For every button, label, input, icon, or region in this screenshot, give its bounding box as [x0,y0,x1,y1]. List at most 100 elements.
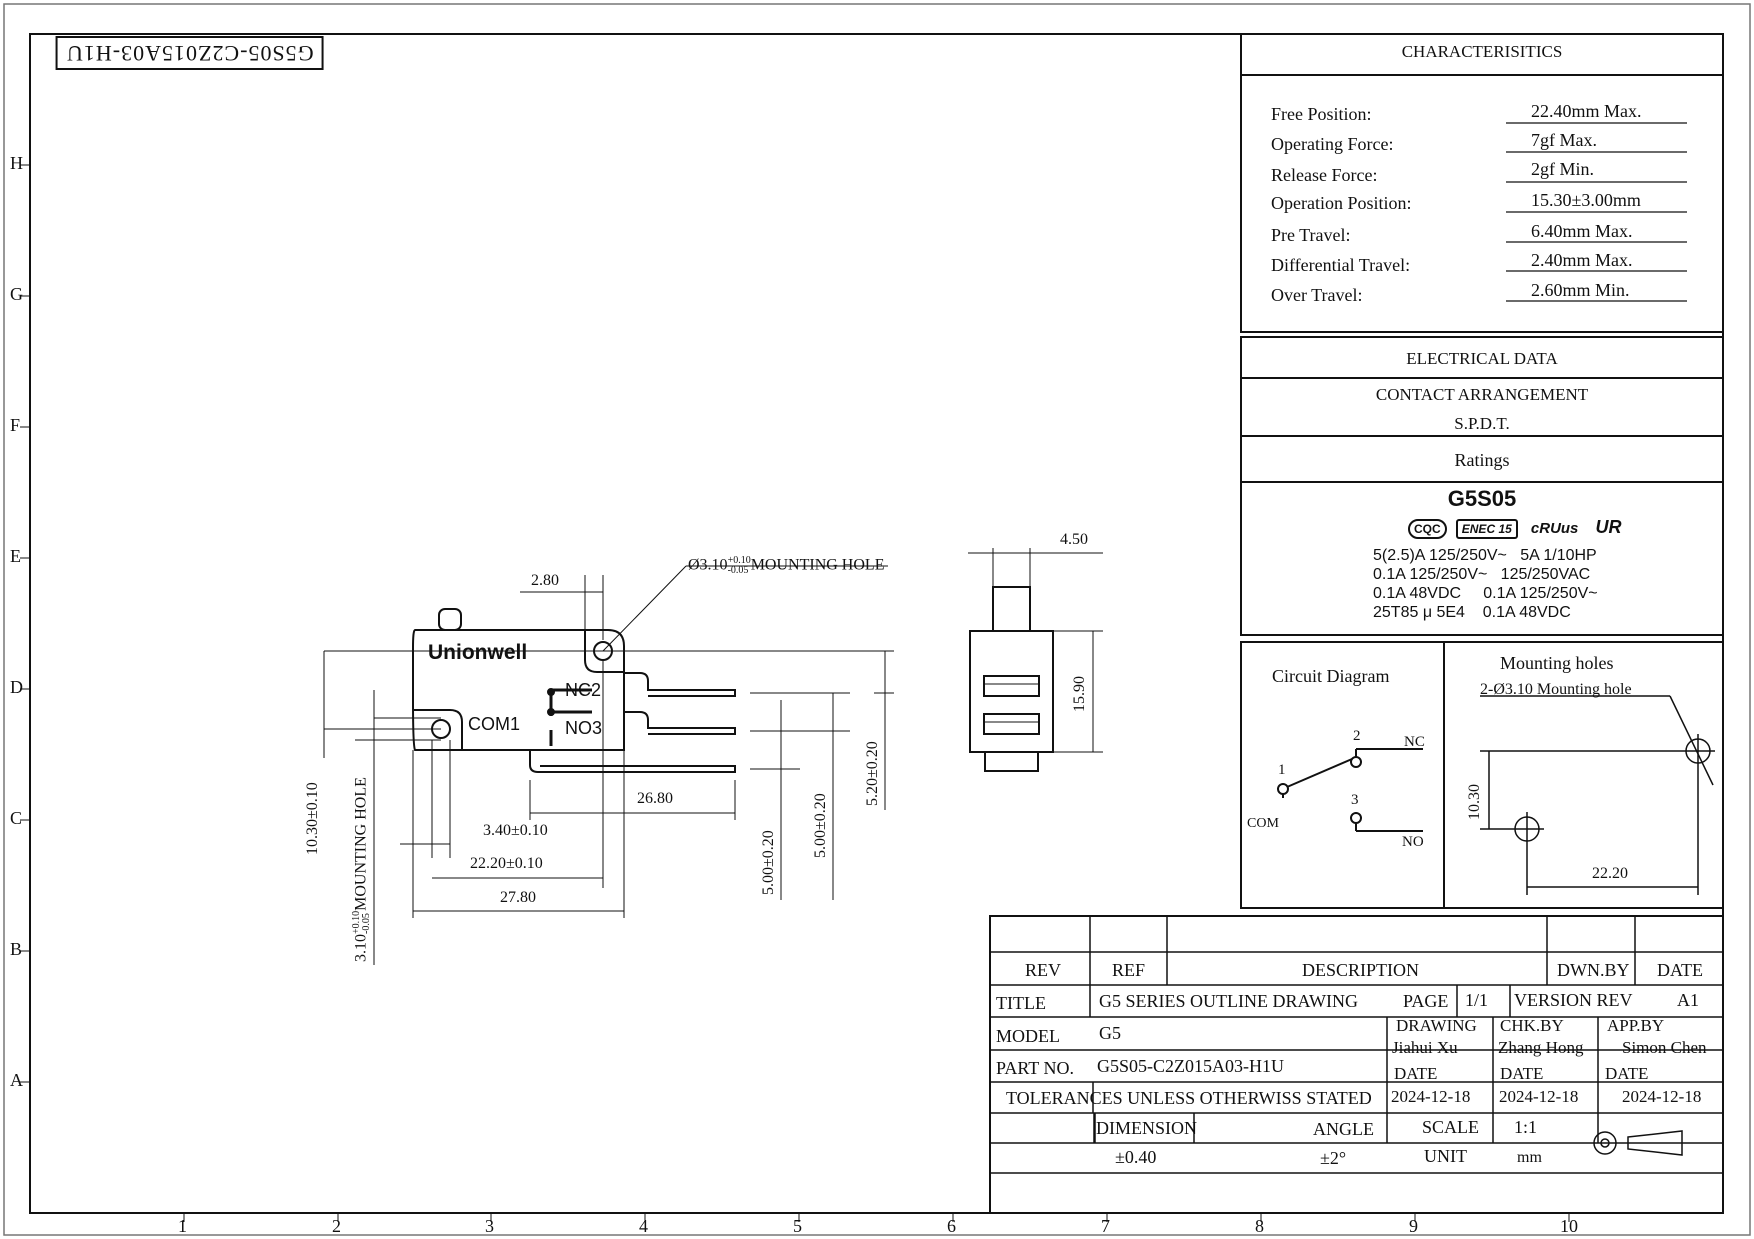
electrical-header: ELECTRICAL DATA [1406,349,1558,368]
char-label-free-position: Free Position: [1271,104,1372,124]
grid-col-2: 2 [332,1216,341,1236]
switch-side-view [969,586,1054,772]
tb-date-3: 2024-12-18 [1622,1087,1702,1106]
tb-part-value: G5S05-C2Z015A03-H1U [1097,1056,1284,1076]
terminal-no-label: NO3 [565,718,603,738]
dim-2-80: 2.80 [531,572,559,589]
tb-chk-label: CHK.BY [1500,1016,1564,1035]
tb-date-2: 2024-12-18 [1499,1087,1579,1106]
dim-15-90: 15.90 [1071,676,1088,712]
mounting-note: 2-Ø3.10 Mounting hole [1480,681,1632,698]
tb-date-label-3: DATE [1605,1064,1649,1083]
switch-front-view [412,608,736,773]
front-dimension-lines [323,565,894,965]
circuit-pin-1: 1 [1278,762,1286,778]
cert-marks: CQC ENEC 15 cRUus UR [1408,516,1630,539]
circuit-pin-2: 2 [1353,728,1361,744]
tb-page-label: PAGE [1403,991,1449,1011]
tb-angle-label: ANGLE [1313,1119,1374,1139]
grid-col-6: 6 [947,1216,956,1236]
tb-part-label: PART NO. [996,1058,1074,1078]
tb-version-value: A1 [1677,990,1699,1010]
grid-col-1: 1 [178,1216,187,1236]
dim-5-00-b: 5.00±0.20 [812,793,829,858]
inner-border [29,33,1724,1214]
char-label-over-travel: Over Travel: [1271,285,1363,305]
tb-chk-by: Zhang Hong [1498,1038,1584,1057]
char-value-free-position: 22.40mm Max. [1531,101,1642,121]
grid-row-c: C [10,808,23,828]
circuit-com-label: COM [1247,816,1279,831]
tb-model-value: G5 [1099,1023,1121,1043]
char-value-differential-travel: 2.40mm Max. [1531,250,1633,270]
dim-3-40: 3.40±0.10 [483,822,548,839]
tb-app-by: Simon Chen [1622,1038,1707,1057]
char-label-pre-travel: Pre Travel: [1271,225,1351,245]
dim-26-80: 26.80 [637,790,673,807]
grid-row-f: F [10,415,21,435]
outer-border [3,3,1751,1236]
tb-unit-label: UNIT [1424,1146,1467,1166]
mounting-holes-drawing [1480,695,1715,895]
tb-description-header: DESCRIPTION [1302,960,1420,980]
grid-row-g: G [10,284,23,304]
grid-row-b: B [10,939,23,959]
characteristics-frame [1240,33,1724,333]
circuit-pin-3: 3 [1351,792,1359,808]
side-dimension-lines [968,548,1103,753]
drawing-code-reversed: G5S05-C2Z015A03-H1U [56,36,324,70]
char-value-over-travel: 2.60mm Min. [1531,280,1630,300]
enec-cert-icon: ENEC 15 [1455,519,1518,539]
ratings-header: Ratings [1454,450,1510,470]
char-value-operating-force: 7gf Max. [1531,130,1597,150]
characteristics-header: CHARACTERISITICS [1401,42,1563,61]
brand-logo: Unionwell [428,641,528,664]
terminal-com-label: COM1 [468,714,521,734]
tb-title-label: TITLE [996,993,1046,1013]
electrical-frame [1240,336,1724,636]
tb-date-header: DATE [1657,960,1703,980]
tb-ref-header: REF [1112,960,1146,980]
grid-col-4: 4 [639,1216,648,1236]
grid-ticks [20,164,1570,1222]
dim-27-80: 27.80 [500,889,536,906]
circuit-mount-frame [1240,641,1724,909]
circuit-no-label: NO [1402,834,1424,850]
rating-line-2: 0.1A 125/250V~ 125/250VAC [1373,566,1591,583]
tb-scale-value: 1:1 [1514,1117,1538,1137]
rating-line-1: 5(2.5)A 125/250V~ 5A 1/10HP [1373,547,1597,564]
grid-col-5: 5 [793,1216,802,1236]
tb-dimension-value: ±0.40 [1115,1147,1157,1167]
tb-date-label-2: DATE [1500,1064,1544,1083]
tb-date-label-1: DATE [1394,1064,1438,1083]
char-value-release-force: 2gf Min. [1531,159,1594,179]
ur-cert-icon: UR [1595,517,1622,537]
mounting-dim-vertical: 10.30 [1466,784,1483,820]
tb-scale-label: SCALE [1422,1117,1480,1137]
dim-10-30: 10.30±0.10 [304,782,321,855]
dim-4-50: 4.50 [1060,531,1088,548]
tb-date-1: 2024-12-18 [1391,1087,1471,1106]
char-label-operation-position: Operation Position: [1271,193,1412,213]
contact-arrangement-value: S.P.D.T. [1454,414,1510,433]
char-label-release-force: Release Force: [1271,165,1378,185]
char-label-operating-force: Operating Force: [1271,134,1394,154]
title-block-frame [989,915,1724,1214]
circuit-nc-label: NC [1404,734,1425,750]
grid-col-9: 9 [1409,1216,1418,1236]
mounting-title: Mounting holes [1500,653,1614,673]
tb-model-label: MODEL [996,1026,1060,1046]
terminal-nc-label: NC2 [565,680,602,700]
tb-dwn-by-header: DWN.BY [1557,960,1630,980]
circuit-title: Circuit Diagram [1272,666,1390,686]
dim-5-00-a: 5.00±0.20 [760,830,777,895]
tb-tolerance-note: TOLERANCES UNLESS OTHERWISS STATED [1006,1088,1372,1108]
dim-5-20: 5.20±0.20 [864,741,881,806]
grid-row-e: E [10,546,21,566]
grid-row-h: H [10,153,23,173]
tb-rev-header: REV [1025,960,1061,980]
rating-line-4: 25T85 μ 5E4 0.1A 48VDC [1373,604,1571,621]
